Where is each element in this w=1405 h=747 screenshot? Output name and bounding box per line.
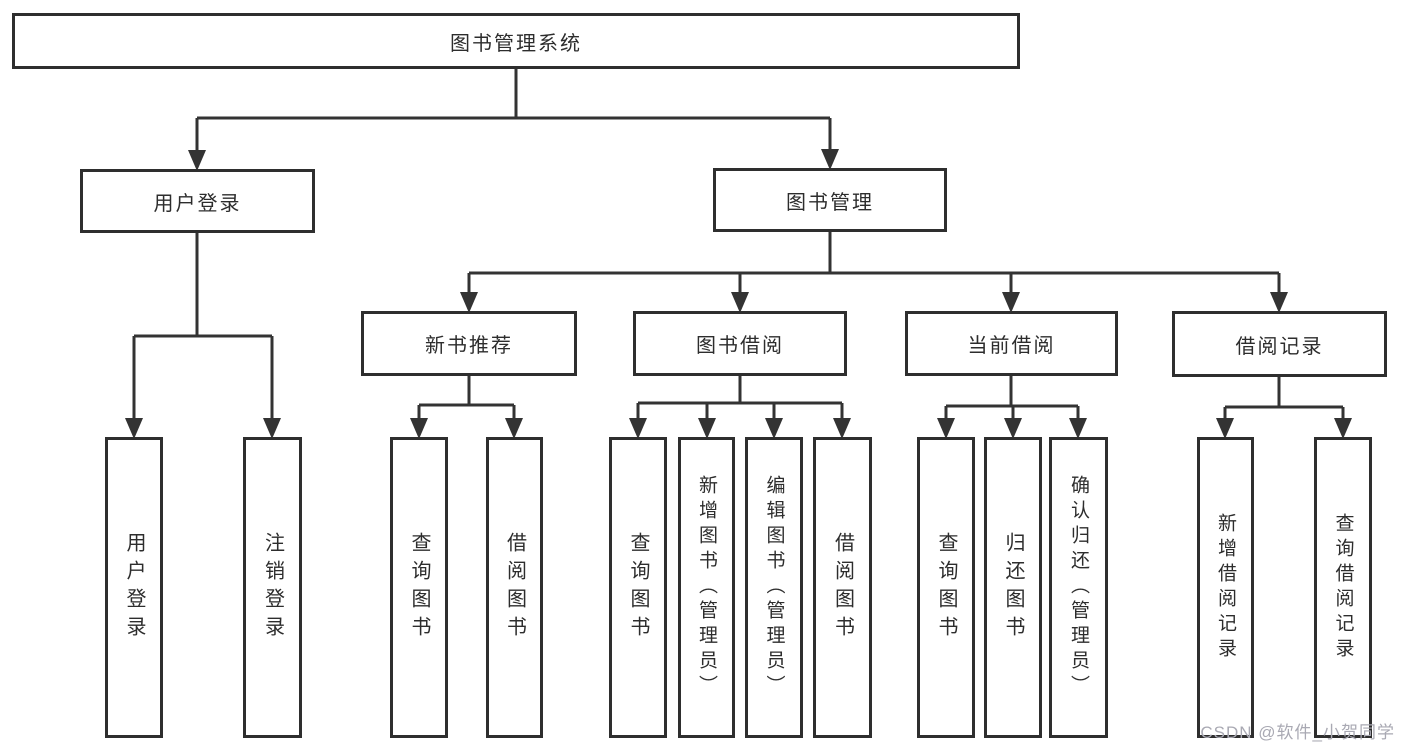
leaf-logout: 注销登录: [243, 437, 302, 738]
leaf-bh-query-record-label: 查询借阅记录: [1332, 512, 1354, 663]
node-book-borrow-label: 图书借阅: [696, 335, 784, 357]
leaf-rec-borrow-book: 借阅图书: [486, 437, 543, 738]
node-user-login: 用户登录: [80, 169, 315, 233]
node-borrow-history-label: 借阅记录: [1235, 335, 1324, 358]
leaf-cb-return-book-label: 归还图书: [1002, 531, 1024, 644]
leaf-bb-edit-book-admin-label: 编辑图书（管理员）: [763, 475, 785, 700]
leaf-bb-borrow-book: 借阅图书: [813, 437, 872, 738]
node-book-mgmt: 图书管理: [713, 168, 947, 232]
leaf-user-login-label: 用户登录: [123, 531, 145, 644]
leaf-cb-confirm-return-admin-label: 确认归还（管理员）: [1068, 475, 1089, 700]
leaf-rec-borrow-book-label: 借阅图书: [503, 531, 526, 644]
leaf-rec-query-book: 查询图书: [390, 437, 448, 738]
node-book-borrow: 图书借阅: [633, 311, 847, 376]
leaf-cb-query-book: 查询图书: [917, 437, 975, 738]
leaf-bb-query-book: 查询图书: [609, 437, 667, 738]
leaf-user-login: 用户登录: [105, 437, 163, 738]
node-new-rec: 新书推荐: [361, 311, 577, 376]
leaf-logout-label: 注销登录: [261, 531, 284, 644]
leaf-bb-add-book-admin-label: 新增图书（管理员）: [696, 475, 717, 700]
leaf-bh-add-record-label: 新增借阅记录: [1215, 512, 1236, 663]
leaf-rec-query-book-label: 查询图书: [408, 531, 430, 644]
leaf-bb-add-book-admin: 新增图书（管理员）: [678, 437, 735, 738]
node-book-mgmt-label: 图书管理: [786, 191, 874, 214]
leaf-bb-borrow-book-label: 借阅图书: [831, 531, 854, 644]
leaf-bh-add-record: 新增借阅记录: [1197, 437, 1254, 738]
leaf-bh-query-record: 查询借阅记录: [1314, 437, 1372, 738]
csdn-watermark: CSDN @软件_小贺同学: [1200, 723, 1395, 742]
leaf-cb-return-book: 归还图书: [984, 437, 1042, 738]
node-new-rec-label: 新书推荐: [425, 335, 513, 357]
node-root: 图书管理系统: [12, 13, 1020, 69]
node-current-borrow: 当前借阅: [905, 311, 1118, 376]
node-user-login-label: 用户登录: [153, 192, 242, 215]
leaf-cb-confirm-return-admin: 确认归还（管理员）: [1049, 437, 1108, 738]
node-current-borrow-label: 当前借阅: [967, 335, 1056, 357]
node-borrow-history: 借阅记录: [1172, 311, 1387, 377]
leaf-cb-query-book-label: 查询图书: [935, 531, 957, 644]
leaf-bb-query-book-label: 查询图书: [627, 531, 649, 644]
leaf-bb-edit-book-admin: 编辑图书（管理员）: [745, 437, 803, 738]
node-root-label: 图书管理系统: [450, 32, 582, 55]
